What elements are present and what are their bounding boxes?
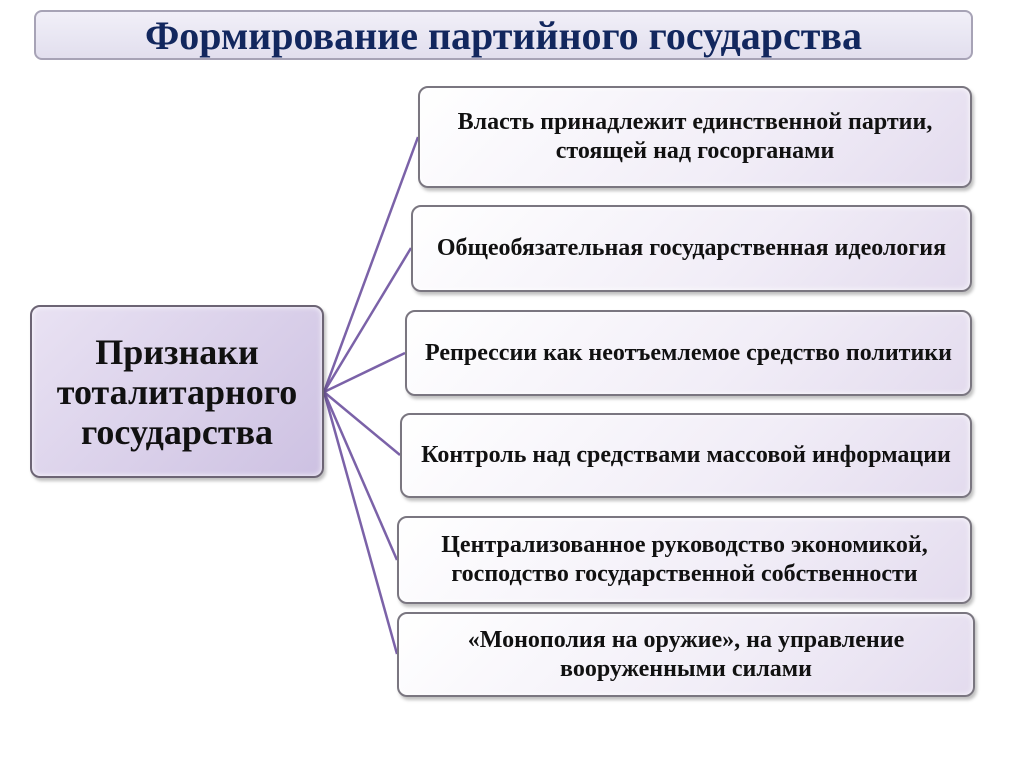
feature-box-1: Власть принадлежит единственной партии, … <box>418 86 972 188</box>
connector-line <box>322 391 399 561</box>
slide-title: Формирование партийного государства <box>34 10 973 60</box>
connector-line <box>323 351 406 394</box>
feature-box-3: Репрессии как неотъемлемое средство поли… <box>405 310 972 396</box>
connector-line <box>323 391 401 456</box>
connector-line <box>322 136 420 393</box>
feature-box-6: «Монополия на оружие», на управление воо… <box>397 612 975 697</box>
connector-line <box>322 247 413 393</box>
feature-box-2: Общеобязательная государственная идеолог… <box>411 205 972 292</box>
main-concept-box: Признаки тоталитарного государства <box>30 305 324 478</box>
connector-line <box>322 391 399 655</box>
feature-box-4: Контроль над средствами массовой информа… <box>400 413 972 498</box>
feature-box-5: Централизованное руководство экономикой,… <box>397 516 972 604</box>
